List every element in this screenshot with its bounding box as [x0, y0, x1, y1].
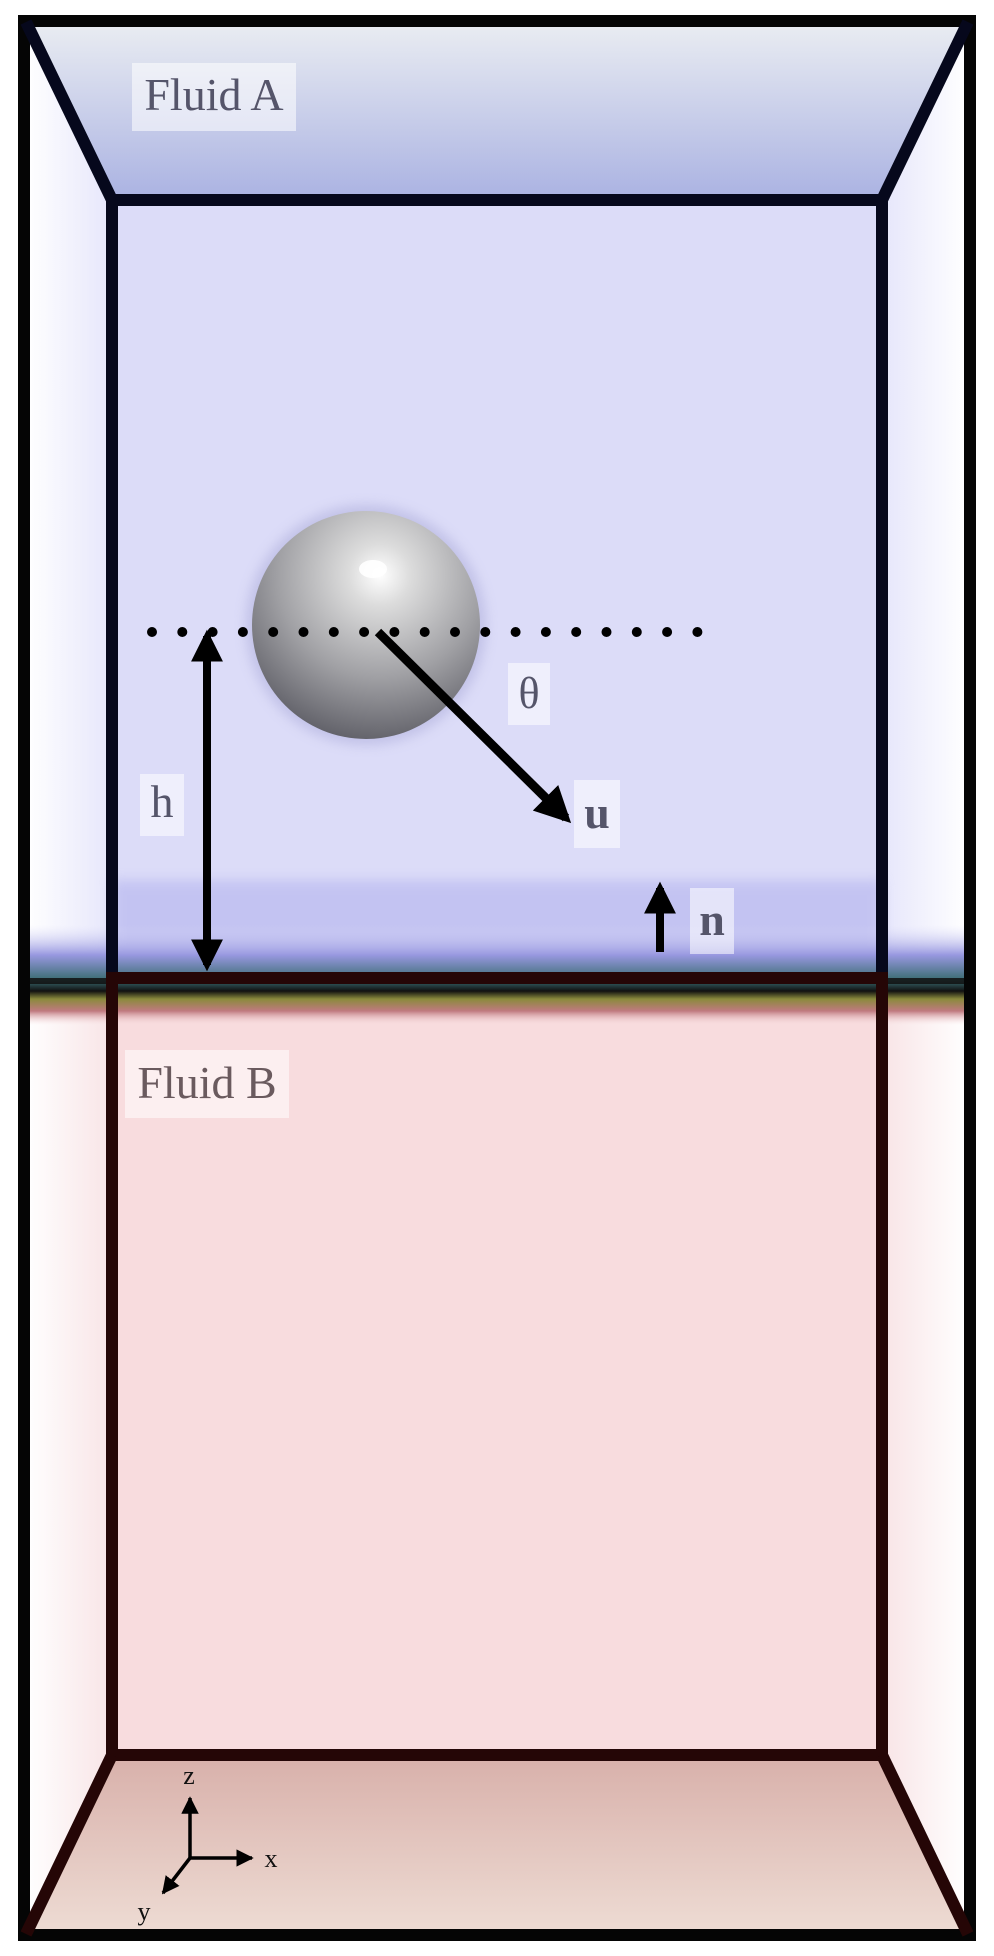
outer-frame — [18, 15, 976, 1941]
velocity-arrow — [374, 628, 572, 824]
box-frame — [18, 15, 976, 1941]
label-velocity-box — [574, 780, 620, 848]
label-fluid-a-box — [132, 63, 296, 131]
sphere-highlight — [359, 560, 387, 578]
box-faces — [26, 22, 968, 1934]
edge-bottom-right — [876, 1752, 974, 1937]
inner-frame-lower — [106, 972, 888, 1761]
label-height-text: h — [151, 776, 174, 827]
bottom-face — [26, 1755, 968, 1934]
label-fluid-b: Fluid B — [125, 1050, 289, 1118]
label-fluid-b-box — [125, 1050, 289, 1118]
edge-top-right — [876, 19, 974, 203]
axis-z-label: z — [183, 1761, 195, 1790]
label-angle-text: θ — [518, 669, 539, 718]
axis-x-label: x — [265, 1844, 278, 1873]
label-normal: n — [690, 888, 734, 954]
label-fluid-a-text: Fluid A — [144, 69, 283, 120]
label-height-box — [140, 774, 184, 836]
label-normal-text: n — [699, 894, 725, 945]
right-wall-upper — [882, 22, 968, 975]
label-angle-box — [508, 663, 550, 725]
right-wall-lower — [882, 975, 968, 1934]
label-fluid-b-text: Fluid B — [137, 1057, 276, 1108]
label-normal-box — [690, 888, 734, 954]
edge-bottom-left — [20, 1752, 118, 1937]
label-velocity: u — [574, 780, 620, 848]
label-height: h — [140, 774, 184, 836]
fluid-a-region — [112, 200, 882, 975]
axis-y-label: y — [138, 1897, 151, 1926]
label-fluid-a: Fluid A — [132, 63, 296, 131]
axis-y-line — [161, 1856, 192, 1895]
left-wall-upper — [26, 22, 112, 975]
label-angle: θ — [508, 663, 550, 725]
left-wall-lower — [26, 975, 112, 1934]
edge-top-left — [20, 19, 118, 203]
coordinate-axes: z x y — [138, 1761, 278, 1926]
label-velocity-text: u — [584, 787, 610, 838]
